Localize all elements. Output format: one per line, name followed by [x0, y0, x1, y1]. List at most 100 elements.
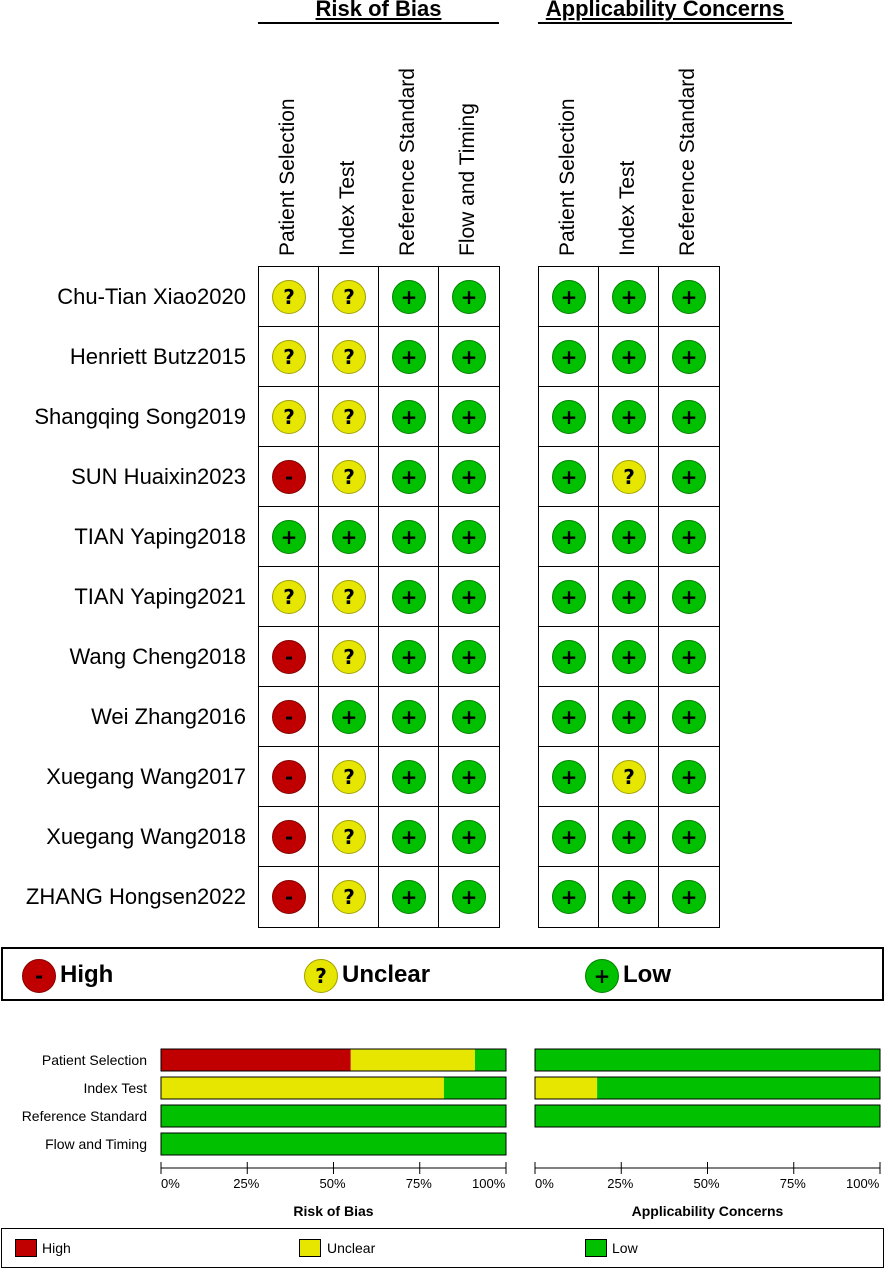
bar-row-label: Flow and Timing	[45, 1136, 147, 1152]
bar-segment-low	[161, 1133, 506, 1155]
grid-cell: +	[599, 567, 659, 627]
low-rating-icon: +	[612, 640, 646, 674]
grid-cell: -	[259, 687, 319, 747]
study-name: Wang Cheng2018	[69, 644, 246, 669]
grid-cell: +	[439, 807, 499, 867]
low-rating-icon: +	[672, 340, 706, 374]
low-rating-icon: +	[392, 640, 426, 674]
grid-cell: +	[379, 807, 439, 867]
low-rating-icon: +	[452, 880, 486, 914]
grid-cell: +	[439, 387, 499, 447]
low-rating-icon: +	[672, 760, 706, 794]
bar-segment-high	[161, 1049, 351, 1071]
grid-cell: ?	[319, 567, 379, 627]
unclear-rating-icon: ?	[332, 280, 366, 314]
applicability-grid: ++++++++++?++++++++++++++?+++++++	[538, 266, 720, 928]
bar-panel-title: Applicability Concerns	[631, 1203, 784, 1219]
unclear-rating-icon: ?	[332, 340, 366, 374]
low-rating-icon: +	[672, 820, 706, 854]
bar-outline	[534, 1076, 881, 1100]
low-rating-icon: +	[392, 400, 426, 434]
study-name: Chu-Tian Xiao2020	[57, 284, 246, 309]
grid-cell: +	[379, 387, 439, 447]
bar-outline	[160, 1048, 507, 1072]
grid-cell: ?	[319, 867, 379, 927]
x-tick-label: 75%	[405, 1176, 432, 1191]
low-rating-icon: +	[452, 460, 486, 494]
low-rating-icon: +	[552, 820, 586, 854]
low-rating-icon: +	[332, 520, 366, 554]
bar-legend-unclear-label: Unclear	[327, 1240, 376, 1256]
grid-cell: +	[599, 687, 659, 747]
x-tick-label: 100%	[472, 1176, 506, 1191]
grid-cell: +	[659, 387, 719, 447]
grid-cell: +	[659, 447, 719, 507]
unclear-rating-icon: ?	[332, 820, 366, 854]
grid-cell: +	[319, 687, 379, 747]
high-rating-icon: -	[272, 460, 306, 494]
grid-cell: ?	[259, 267, 319, 327]
grid-cell: +	[439, 627, 499, 687]
bar-panel-title: Risk of Bias	[293, 1203, 374, 1219]
grid-cell: +	[379, 267, 439, 327]
grid-cell: ?	[319, 447, 379, 507]
grid-cell: +	[659, 687, 719, 747]
bar-row-label: Index Test	[83, 1080, 147, 1096]
bar-row-label: Patient Selection	[41, 1052, 147, 1068]
study-name: Wei Zhang2016	[91, 704, 246, 729]
low-rating-icon: +	[392, 880, 426, 914]
low-rating-icon: +	[392, 340, 426, 374]
bar-outline	[160, 1076, 507, 1100]
bar-outline	[534, 1104, 881, 1128]
study-name: Xuegang Wang2017	[46, 764, 246, 789]
low-rating-icon: +	[672, 280, 706, 314]
grid-cell: +	[319, 507, 379, 567]
low-rating-icon: +	[552, 760, 586, 794]
low-rating-icon: +	[612, 880, 646, 914]
grid-cell: +	[659, 327, 719, 387]
column-label-rob-2: Reference Standard	[396, 68, 419, 256]
grid-cell: -	[259, 807, 319, 867]
low-rating-icon: +	[672, 580, 706, 614]
low-rating-icon: +	[552, 580, 586, 614]
legend-swatch-low	[585, 1239, 607, 1257]
grid-cell: ?	[259, 387, 319, 447]
unclear-rating-icon: ?	[272, 340, 306, 374]
low-rating-icon: +	[452, 340, 486, 374]
grid-cell: +	[539, 267, 599, 327]
grid-cell: ?	[319, 807, 379, 867]
grid-cell: -	[259, 627, 319, 687]
bar-outline	[534, 1048, 881, 1072]
low-rating-icon: +	[452, 820, 486, 854]
grid-cell: ?	[319, 267, 379, 327]
unclear-rating-icon: ?	[332, 400, 366, 434]
grid-cell: +	[599, 807, 659, 867]
legend-high-label: High	[60, 961, 114, 988]
low-rating-icon: +	[452, 760, 486, 794]
legend-low-label: Low	[623, 961, 671, 988]
low-rating-icon: +	[272, 520, 306, 554]
low-rating-icon: +	[672, 460, 706, 494]
bar-row-label: Reference Standard	[21, 1108, 147, 1124]
bar-legend-low-label: Low	[612, 1240, 638, 1256]
study-name: TIAN Yaping2018	[74, 524, 246, 549]
grid-cell: +	[439, 867, 499, 927]
unclear-rating-icon: ?	[332, 640, 366, 674]
bar-segment-low	[535, 1049, 880, 1071]
x-tick-label: 0%	[535, 1176, 554, 1191]
grid-cell: ?	[319, 327, 379, 387]
grid-cell: ?	[259, 327, 319, 387]
low-rating-icon: +	[392, 280, 426, 314]
study-name: TIAN Yaping2021	[74, 584, 246, 609]
unclear-symbol-icon: ?	[304, 959, 338, 993]
bar-legend: High Unclear Low	[1, 1228, 884, 1268]
grid-cell: +	[259, 507, 319, 567]
grid-cell: +	[659, 567, 719, 627]
unclear-rating-icon: ?	[272, 400, 306, 434]
grid-cell: +	[379, 627, 439, 687]
bar-outline	[160, 1104, 507, 1128]
legend-unclear-label: Unclear	[342, 961, 431, 988]
low-rating-icon: +	[672, 700, 706, 734]
unclear-rating-icon: ?	[612, 460, 646, 494]
grid-cell: ?	[599, 747, 659, 807]
